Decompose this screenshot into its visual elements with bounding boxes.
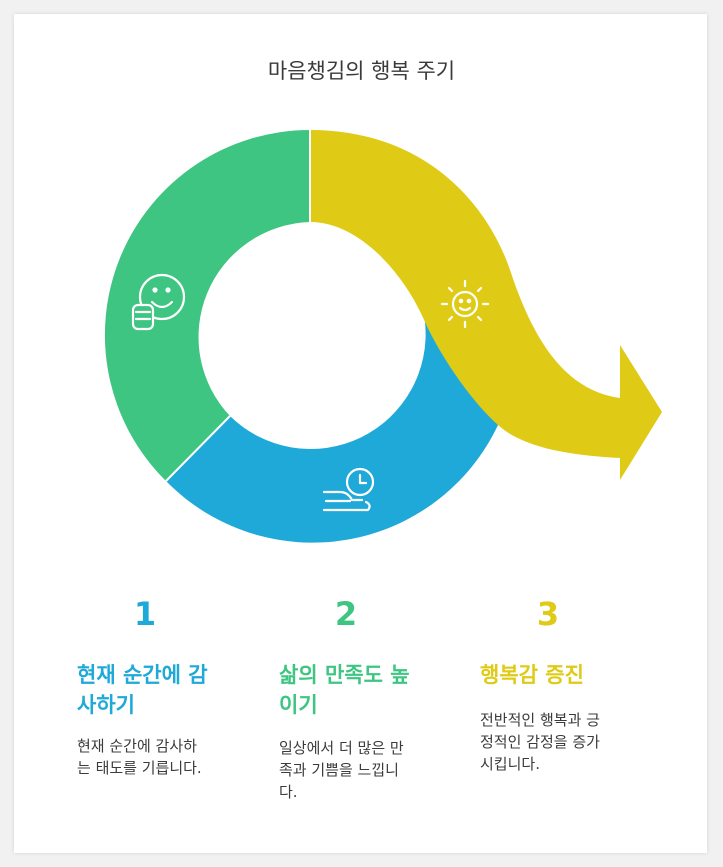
step-3-desc-line1: 전반적인 행복과 긍 — [480, 711, 600, 729]
segment-green — [104, 129, 311, 481]
step-1-title: 현재 순간에 감 사하기 — [77, 660, 252, 720]
step-1-number: 1 — [133, 595, 157, 633]
step-2-desc-line1: 일상에서 더 많은 만 — [279, 739, 404, 757]
step-2-description: 일상에서 더 많은 만 족과 기쁨을 느낍니 다. — [279, 737, 449, 803]
step-1-desc-line1: 현재 순간에 감사하 — [77, 737, 197, 755]
step-2-desc-line2: 족과 기쁨을 느낍니 — [279, 761, 399, 779]
step-2-desc-line3: 다. — [279, 783, 298, 801]
step-3-desc-line3: 시킵니다. — [480, 755, 540, 773]
step-3-desc-line2: 정적인 감정을 증가 — [480, 733, 600, 751]
step-1-title-line2: 사하기 — [77, 693, 135, 717]
step-1-title-line1: 현재 순간에 감 — [77, 663, 208, 687]
thumbs-up-smile-icon — [131, 273, 186, 331]
step-2-title: 삶의 만족도 높 이기 — [279, 660, 454, 720]
step-3-description: 전반적인 행복과 긍 정적인 감정을 증가 시킵니다. — [480, 709, 650, 775]
step-2-number: 2 — [334, 595, 358, 633]
step-1-description: 현재 순간에 감사하 는 태도를 기릅니다. — [77, 735, 247, 779]
sun-smile-icon — [440, 279, 490, 329]
clock-reclining-icon — [322, 467, 375, 512]
step-2-title-line2: 이기 — [279, 693, 318, 717]
segment-blue — [166, 322, 498, 543]
step-3-title: 행복감 증진 — [480, 660, 655, 690]
step-3-title-line1: 행복감 증진 — [480, 663, 584, 687]
diagram-title: 마음챙김의 행복 주기 — [267, 59, 456, 83]
step-3-number: 3 — [536, 595, 560, 633]
step-1-desc-line2: 는 태도를 기릅니다. — [77, 759, 202, 777]
step-2-title-line1: 삶의 만족도 높 — [279, 663, 410, 687]
